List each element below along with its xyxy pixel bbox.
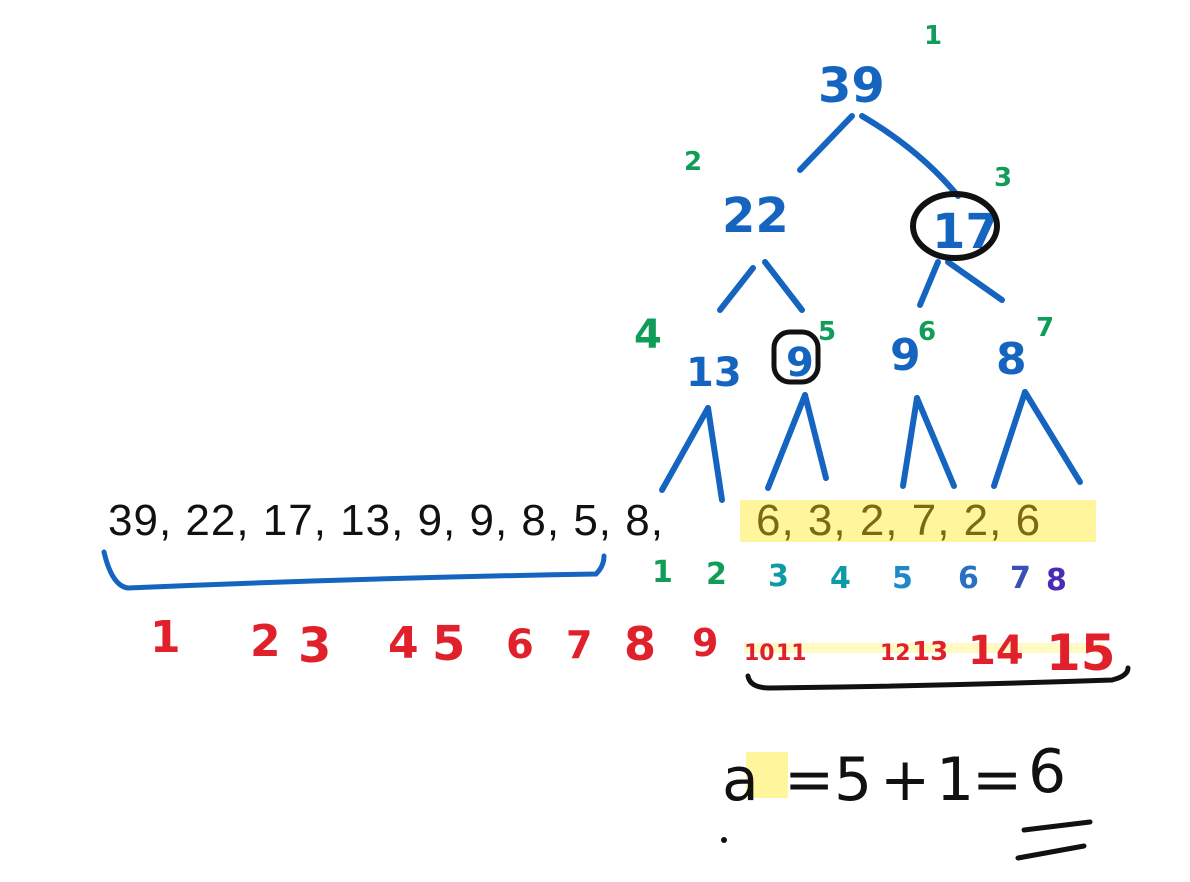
sequence-highlight <box>740 500 1096 542</box>
sub-label-2: 2 <box>706 557 727 592</box>
red-label-11: 11 <box>776 641 807 666</box>
node-17: 17 <box>932 204 999 260</box>
edge-8-l <box>991 389 1028 489</box>
red-label-1: 1 <box>150 612 181 663</box>
red-labels-highlight <box>744 643 1104 653</box>
edge-39-22 <box>797 113 855 173</box>
node-39: 39 <box>818 58 885 114</box>
sequence-highlighted: 6, 3, 2, 7, 2, 6 <box>756 496 1041 545</box>
edge-22-13 <box>717 265 756 313</box>
sequence-plain: 39, 22, 17, 13, 9, 9, 8, 5, 8, <box>108 496 664 545</box>
edge-17-9 <box>917 259 941 308</box>
equation-eq2: = <box>972 745 1022 815</box>
red-label-7: 7 <box>566 623 592 667</box>
node-22: 22 <box>722 188 789 244</box>
equation-var: a <box>722 745 759 815</box>
index-4: 4 <box>634 312 662 358</box>
tree-edges <box>659 113 1083 503</box>
index-6: 6 <box>918 317 936 347</box>
circle-9 <box>771 329 821 385</box>
sub-label-6: 6 <box>958 561 979 596</box>
red-label-13: 13 <box>912 637 948 667</box>
red-label-6: 6 <box>506 622 534 668</box>
result-double-underline <box>1015 819 1093 861</box>
index-7: 7 <box>1036 313 1054 343</box>
red-label-3: 3 <box>298 618 331 674</box>
red-label-8: 8 <box>624 617 656 671</box>
node-8: 8 <box>996 334 1027 385</box>
equation-var-highlight <box>746 752 788 798</box>
index-1: 1 <box>924 21 942 51</box>
sub-label-7: 7 <box>1010 561 1031 596</box>
equation-result: 6 <box>1028 737 1066 807</box>
equation-eq1: = <box>784 745 834 815</box>
black-bracket <box>745 665 1131 691</box>
edge-8-r <box>1022 389 1083 485</box>
sub-label-1: 1 <box>652 555 673 590</box>
equation-term1: 5 <box>834 745 872 815</box>
equation-term2: 1 <box>936 745 974 815</box>
node-13: 13 <box>686 350 742 396</box>
circle-17 <box>910 191 1000 261</box>
red-label-12: 12 <box>880 641 911 666</box>
blue-bracket <box>101 549 607 591</box>
edge-13-l <box>659 405 711 493</box>
edge-9a-r <box>802 392 829 481</box>
sub-label-3: 3 <box>768 559 789 594</box>
sub-label-8: 8 <box>1046 563 1067 598</box>
edge-13-r <box>705 405 725 503</box>
red-label-15: 15 <box>1046 624 1116 682</box>
edge-9b-r <box>914 395 957 489</box>
sub-label-4: 4 <box>830 561 851 596</box>
red-label-2: 2 <box>250 616 281 667</box>
red-label-4: 4 <box>388 618 419 669</box>
node-9-b: 9 <box>890 330 921 381</box>
red-label-5: 5 <box>432 616 465 672</box>
index-5: 5 <box>818 317 836 347</box>
edge-17-8 <box>945 259 1005 303</box>
sub-label-5: 5 <box>892 561 913 596</box>
index-2: 2 <box>684 147 702 177</box>
equation-plus: + <box>880 745 930 815</box>
stray-dot <box>721 837 727 843</box>
red-label-14: 14 <box>968 628 1024 674</box>
edge-39-17 <box>859 113 961 199</box>
red-label-9: 9 <box>692 621 718 665</box>
index-3: 3 <box>994 163 1012 193</box>
red-label-10: 10 <box>744 641 775 666</box>
edge-9b-l <box>900 395 920 489</box>
edge-9a-l <box>765 392 808 491</box>
edge-22-9 <box>762 259 805 313</box>
